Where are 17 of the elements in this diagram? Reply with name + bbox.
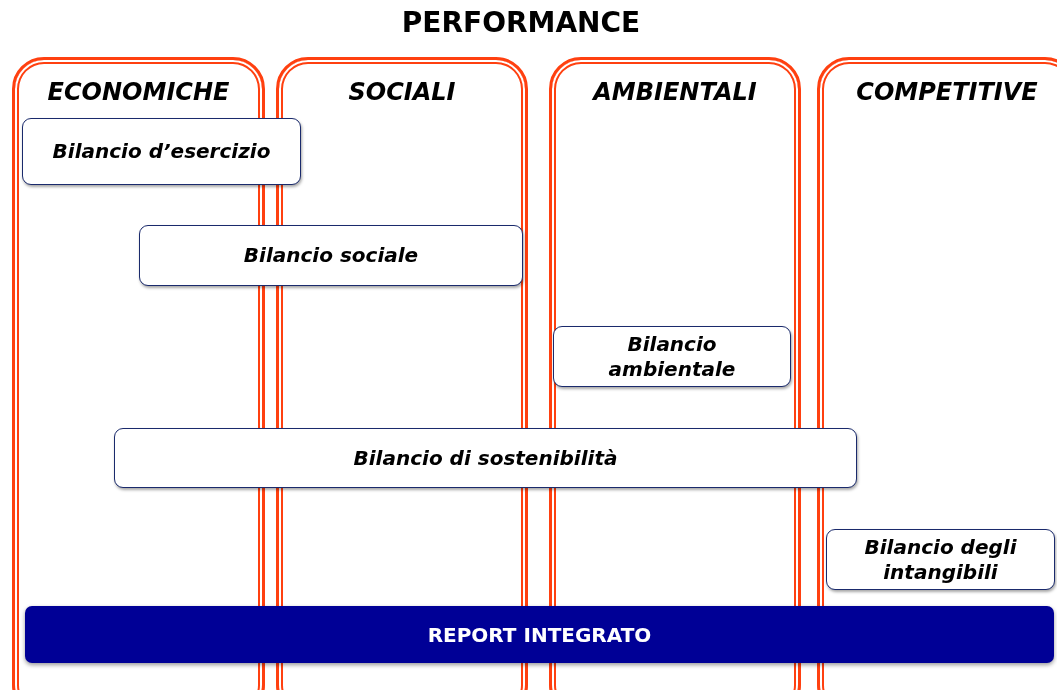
box-label: Bilancio di sostenibilità bbox=[353, 445, 618, 471]
report-box bbox=[826, 529, 1055, 590]
box-label: Bilancio degli intangibili bbox=[863, 534, 1018, 585]
diagram-title: PERFORMANCE bbox=[400, 6, 642, 39]
report-bar bbox=[25, 606, 1054, 663]
report-box bbox=[553, 326, 791, 387]
column-heading: AMBIENTALI bbox=[591, 78, 758, 106]
column-heading: COMPETITIVE bbox=[855, 78, 1039, 106]
report-box bbox=[114, 428, 857, 488]
box-label: Bilancio ambientale bbox=[607, 331, 737, 382]
box-label: Bilancio d’esercizio bbox=[52, 139, 271, 164]
box-label: Bilancio sociale bbox=[243, 243, 419, 268]
report-box bbox=[139, 225, 523, 286]
bar-label: REPORT INTEGRATO bbox=[427, 622, 652, 647]
column-heading: ECONOMICHE bbox=[46, 78, 231, 106]
column-heading: SOCIALI bbox=[347, 78, 457, 106]
report-box bbox=[22, 118, 301, 185]
